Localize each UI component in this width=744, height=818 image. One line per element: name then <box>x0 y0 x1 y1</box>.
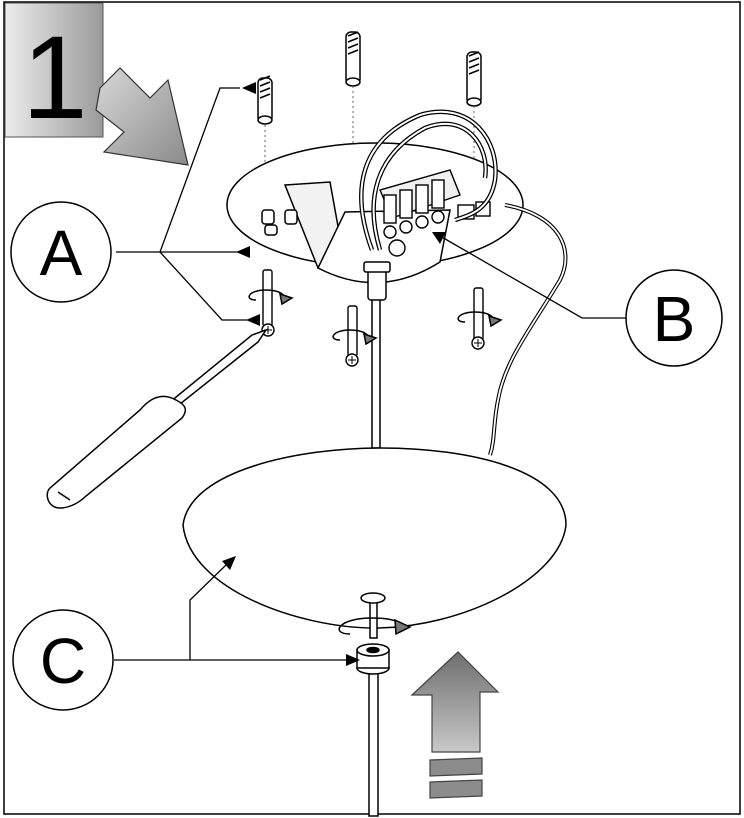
callout-c-leaders <box>114 564 350 661</box>
fixing-screw <box>261 269 275 337</box>
rotate-arrow-icon <box>332 329 378 346</box>
step-arrow-icon <box>95 67 189 166</box>
callout-a: A <box>10 201 112 303</box>
callout-c-label: C <box>40 625 86 697</box>
up-arrow-icon <box>410 651 500 799</box>
arrowhead <box>242 82 256 94</box>
callout-b-label: B <box>653 283 696 355</box>
arrowhead <box>432 232 446 244</box>
wall-plug <box>345 31 361 87</box>
arrowhead <box>236 246 250 258</box>
rotate-arrow-icon <box>338 617 412 636</box>
callout-b: B <box>625 269 723 367</box>
screwdriver-icon <box>46 328 268 509</box>
callout-b-leader <box>439 235 626 319</box>
callout-c: C <box>12 609 114 711</box>
terminal-block <box>379 169 491 257</box>
arrowhead <box>346 654 360 666</box>
step-number: 1 <box>22 12 88 144</box>
arrowhead <box>246 314 260 326</box>
wall-plug <box>257 75 273 125</box>
callout-a-label: A <box>40 217 83 289</box>
glass-shade <box>182 447 567 629</box>
wall-plug <box>466 51 482 107</box>
rotate-arrow-icon <box>457 311 503 328</box>
rotate-arrow-icon <box>248 289 294 306</box>
arrowhead <box>222 556 236 570</box>
fixing-screw <box>345 305 359 367</box>
fixing-screw <box>471 287 485 350</box>
finial-nut <box>356 643 390 675</box>
suspension-rod <box>363 261 391 449</box>
callout-a-leaders <box>116 87 250 321</box>
step-badge: 1 <box>4 2 104 144</box>
